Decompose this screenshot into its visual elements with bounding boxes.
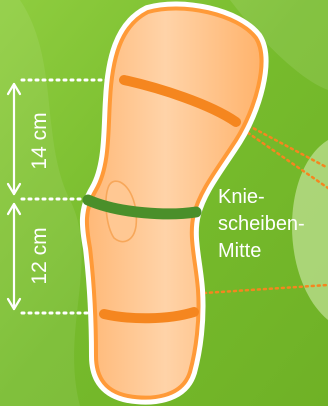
kneecap-label-line-3: Mitte <box>218 238 305 265</box>
kneecap-label-line-2: scheiben- <box>218 211 305 238</box>
measurement-upper-label: 14 cm <box>29 112 51 170</box>
measurement-lower-label: 12 cm <box>29 227 51 285</box>
kneecap-label-line-1: Knie- <box>218 184 305 211</box>
kneecap-center-label: Knie- scheiben- Mitte <box>218 184 305 265</box>
